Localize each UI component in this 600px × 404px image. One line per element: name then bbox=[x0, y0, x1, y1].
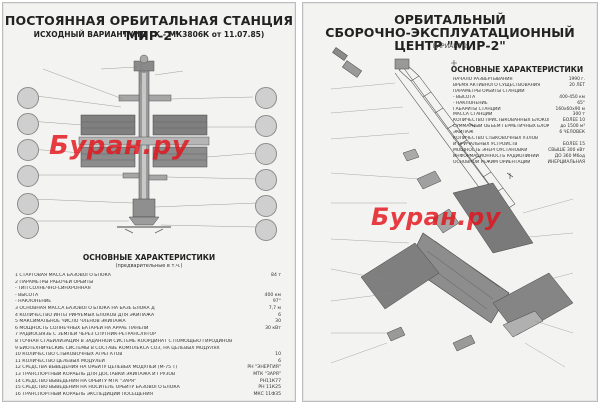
right-title-line1: ОРБИТАЛЬНЫЙ bbox=[394, 12, 506, 27]
detail-circle bbox=[17, 139, 39, 161]
detail-circle bbox=[17, 165, 39, 187]
char-row: ПАРАМЕТРЫ ОРБИТЫ СТАНЦИИ bbox=[453, 88, 525, 94]
watermark-left: Буран.ру bbox=[49, 131, 190, 161]
right-poster-variant: ВАРИАНТ 2 bbox=[432, 43, 468, 50]
char-row: 12 СРЕДСТВА ВЫВЕДЕНИЯ НА ОРБИТУ ЦЕЛЕВЫХ … bbox=[15, 365, 281, 371]
detail-circle bbox=[255, 219, 277, 241]
right-characteristics-header: ОСНОВНЫЕ ХАРАКТЕРИСТИКИ bbox=[450, 65, 584, 74]
detail-circle bbox=[255, 143, 277, 165]
detail-circle bbox=[255, 169, 277, 191]
detail-circle bbox=[17, 193, 39, 215]
poster-right: ОРБИТАЛЬНЫЙ СБОРОЧНО-ЭКСПЛУАТАЦИОННЫЙ ЦЕ… bbox=[302, 2, 598, 402]
watermark-right: Буран.ру bbox=[371, 203, 501, 231]
char-row: 15 СРЕДСТВО ВЫВЕДЕНИЯ НА НОСИТЕЛЕ ОРБИТУ… bbox=[15, 385, 281, 391]
char-row: 3 ОСНОВНАЯ МАССА БАЗОВОГО БЛОКА НА БАЗЕ … bbox=[15, 305, 281, 311]
detail-circle bbox=[255, 87, 277, 109]
char-row: 6 МОЩНОСТЬ СОЛНЕЧНЫХ БАТАРЕЙ НА АРРАЕ ПА… bbox=[15, 325, 281, 331]
right-poster-title: ОРБИТАЛЬНЫЙ СБОРОЧНО-ЭКСПЛУАТАЦИОННЫЙ ЦЕ… bbox=[303, 13, 597, 52]
left-poster-subtitle: ИСХОДНЫЙ ВАРИАНТ (ИД ГК - МК3806К от 11.… bbox=[33, 30, 265, 39]
poster-left: ПОСТОЯННАЯ ОРБИТАЛЬНАЯ СТАНЦИЯ "МИР-2" И… bbox=[2, 2, 296, 402]
char-row: 4 КОЛИЧЕСТВО ИНТЕГРИРУЕМЫХ БЛОКОВ ДЛЯ ЭК… bbox=[15, 312, 281, 318]
char-row: 16 ТРАНСПОРТНЫЙ КОРАБЛЬ ЭКСПЕДИЦИИ ПОСЕЩ… bbox=[15, 391, 281, 397]
char-row: 2 ПАРАМЕТРЫ РАБОЧЕЙ ОРБИТЫ bbox=[15, 279, 94, 285]
left-station-diagram bbox=[28, 54, 258, 234]
detail-circle bbox=[255, 195, 277, 217]
detail-circle bbox=[255, 115, 277, 137]
detail-circle bbox=[17, 217, 39, 239]
char-row: КОЛИЧЕСТВО СТЫКОВОЧНЫХ УЗЛОВ bbox=[453, 136, 539, 142]
char-row: - ТИП СОЛНЕЧНО-СИНХРОННАЯ bbox=[15, 286, 91, 292]
right-title-line2: СБОРОЧНО-ЭКСПЛУАТАЦИОННЫЙ ЦЕНТР "МИР-2" bbox=[325, 25, 575, 53]
detail-circle bbox=[17, 113, 39, 135]
char-row: 8 ТОЧНАЯ СТАБИЛИЗАЦИЯ В ЗАДАННОЙ СИСТЕМЕ… bbox=[15, 338, 233, 344]
left-poster-title: ПОСТОЯННАЯ ОРБИТАЛЬНАЯ СТАНЦИЯ "МИР-2" bbox=[4, 13, 294, 43]
left-characteristics-header: ОСНОВНЫЕ ХАРАКТЕРИСТИКИ bbox=[82, 253, 216, 262]
char-row: 13 ТРАНСПОРТНЫЙ КОРАБЛЬ ДЛЯ ДОСТАВКИ ЭКИ… bbox=[15, 371, 281, 377]
left-characteristics-subheader: (предварительные в т.ч.) bbox=[115, 263, 183, 269]
right-station-diagram bbox=[330, 47, 574, 368]
char-row: 14 СРЕДСТВО ВЫВЕДЕНИЯ НА ОРБИТУ МТК "ЗАР… bbox=[15, 378, 281, 384]
char-row: 7 РАДИОСВЯЗЬ С ЗЕМЛЕЙ ЧЕРЕЗ СПУТНИК-РЕТР… bbox=[15, 332, 156, 338]
detail-circle bbox=[17, 87, 39, 109]
char-row: 9 БИОТЕХНИЧЕСКИЕ СИСТЕМЫ В СОСТАВЕ КОМПЛ… bbox=[15, 345, 220, 351]
